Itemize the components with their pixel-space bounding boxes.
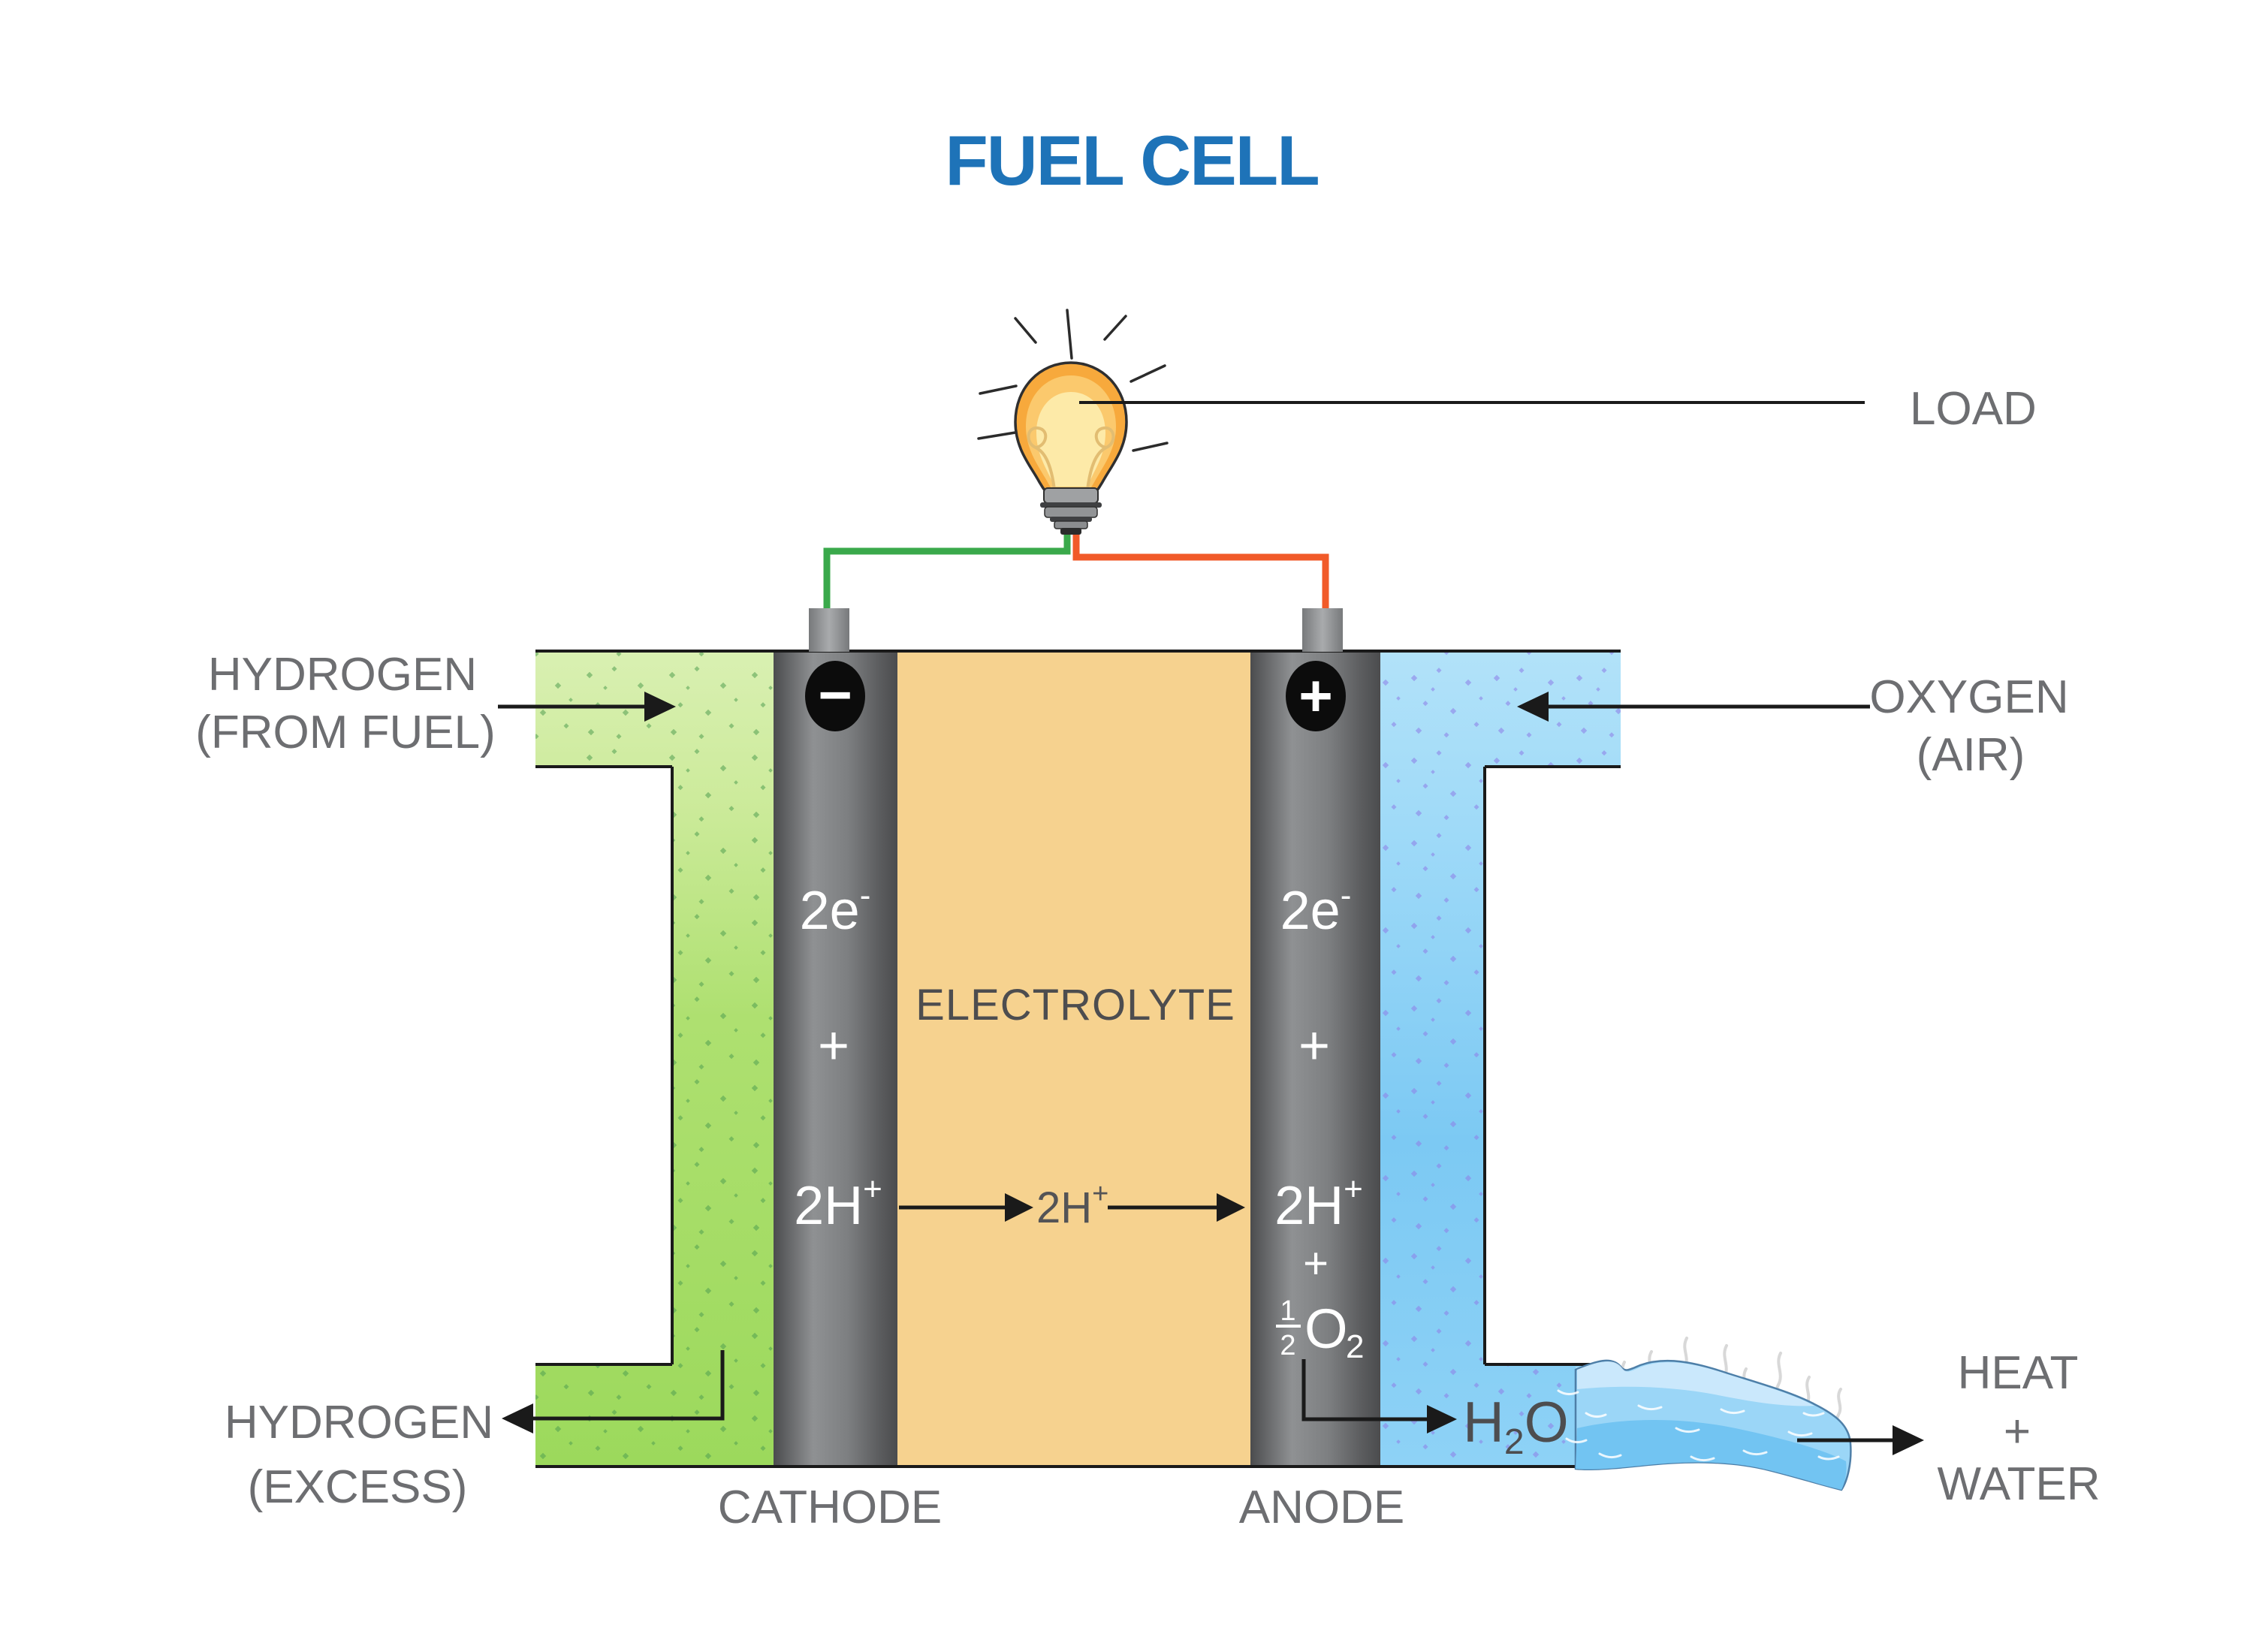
anode-plus: + [1298, 1016, 1330, 1076]
oxygen-subscript: 2 [1346, 1328, 1364, 1365]
plus-icon: + [1298, 662, 1333, 728]
cell-borders [535, 650, 1621, 1468]
cathode-terminal-post [809, 608, 849, 652]
electrolyte-label: ELECTROLYTE [915, 981, 1235, 1029]
cathode-label: CATHODE [718, 1482, 943, 1533]
minus-icon: − [818, 662, 852, 728]
anode-half-oxygen: 1 2 O 2 [1276, 1295, 1364, 1365]
hydrogen-channel [535, 650, 775, 1468]
cathode-electrode [774, 650, 897, 1468]
heat-water-label-line3: WATER [1938, 1458, 2101, 1510]
bulb-filament [1027, 426, 1115, 490]
hydrogen-in-label-line2: (FROM FUEL) [195, 707, 496, 758]
oxygen-in-arrow [1517, 692, 1870, 722]
anode-ions: 2H+ [1274, 1171, 1363, 1236]
bulb-base [1040, 487, 1102, 535]
light-bulb-icon [977, 309, 1169, 535]
oxygen-channel [1380, 650, 1621, 1468]
water-out-arrow [1797, 1425, 1924, 1455]
negative-badge: − [805, 661, 865, 731]
heat-water-label-line2: + [2004, 1406, 2031, 1458]
load-label: LOAD [1910, 383, 2037, 435]
anode-electrode [1250, 650, 1380, 1468]
wire-positive [1072, 530, 1329, 611]
cathode-ions: 2H+ [794, 1171, 882, 1236]
wire-negative [823, 530, 1071, 611]
hydrogen-out-label-line2: (EXCESS) [248, 1461, 468, 1513]
fraction-numerator: 1 [1280, 1295, 1295, 1327]
h2o-leader-line [1301, 1359, 1428, 1421]
anode-plus-2: + [1303, 1239, 1329, 1288]
anode-label: ANODE [1239, 1482, 1404, 1533]
hydrogen-in-arrow [498, 692, 676, 722]
hydrogen-out-label-line1: HYDROGEN [225, 1397, 493, 1449]
water-wave-marks [1557, 1389, 1840, 1462]
hydrogen-out-arrow [502, 1350, 725, 1433]
cathode-plus: + [818, 1016, 849, 1076]
water-stream [1557, 1359, 1852, 1491]
cathode-electrons: 2e- [800, 877, 871, 941]
electrolyte-ion: 2H+ [1036, 1178, 1108, 1232]
hydrogen-in-label-line1: HYDROGEN [208, 649, 477, 701]
page-title: FUEL CELL [945, 121, 1318, 200]
anode-electrons: 2e- [1280, 877, 1352, 941]
oxygen-in-label-line2: (AIR) [1917, 729, 2025, 781]
oxygen-in-label-line1: OXYGEN [1869, 671, 2068, 723]
anode-terminal-post [1302, 608, 1343, 652]
positive-badge: + [1286, 661, 1346, 731]
fraction-denominator: 2 [1280, 1330, 1295, 1361]
h2o-formula: H2O [1463, 1391, 1569, 1462]
heat-water-label-line1: HEAT [1958, 1347, 2079, 1399]
oxygen-symbol: O [1304, 1298, 1348, 1360]
electrolyte-region [897, 650, 1250, 1468]
bulb-rays [977, 309, 1169, 452]
